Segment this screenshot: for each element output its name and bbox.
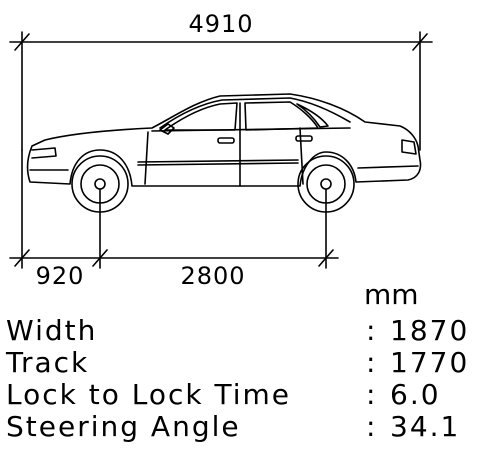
overall-length-label: 4910 bbox=[188, 10, 253, 38]
spec-value: 1770 bbox=[390, 346, 470, 379]
spec-colon: : bbox=[366, 378, 378, 411]
unit-label: mm bbox=[364, 278, 419, 311]
spec-label: Track bbox=[6, 346, 90, 379]
spec-value: 34.1 bbox=[390, 410, 461, 443]
lower-dimension-lines bbox=[9, 149, 339, 269]
spec-row-track: Track : 1770 bbox=[6, 346, 476, 380]
spec-label: Width bbox=[6, 314, 98, 347]
wheelbase-label: 2800 bbox=[180, 262, 245, 290]
spec-value: 6.0 bbox=[390, 378, 441, 411]
spec-row-lock-to-lock-time: Lock to Lock Time : 6.0 bbox=[6, 378, 476, 412]
front-overhang-label: 920 bbox=[36, 262, 85, 290]
overall-length-dimension-line bbox=[9, 31, 433, 151]
spec-label: Lock to Lock Time bbox=[6, 378, 292, 411]
spec-colon: : bbox=[366, 314, 378, 347]
car-body bbox=[26, 93, 422, 187]
car-dimension-drawing: 4910 920 2800 bbox=[9, 10, 433, 290]
spec-row-width: Width : 1870 bbox=[6, 314, 476, 348]
spec-colon: : bbox=[366, 346, 378, 379]
spec-row-steering-angle: Steering Angle : 34.1 bbox=[6, 410, 476, 444]
spec-value: 1870 bbox=[390, 314, 470, 347]
spec-colon: : bbox=[366, 410, 378, 443]
spec-label: Steering Angle bbox=[6, 410, 241, 443]
